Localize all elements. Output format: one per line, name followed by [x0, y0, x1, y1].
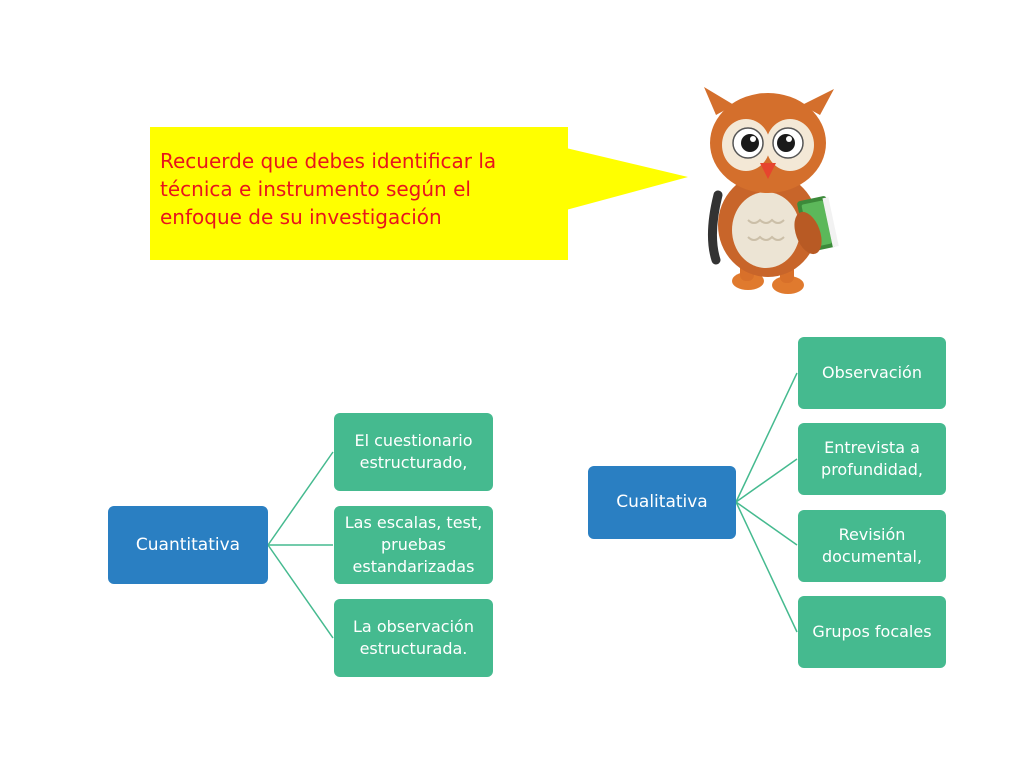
node-label: Observación [822, 363, 922, 382]
node-cualitativa-label: Cualitativa [616, 492, 708, 512]
node-cualitativa: Cualitativa [588, 466, 736, 539]
node-escalas-test-pruebas: Las escalas, test, pruebas estandarizada… [334, 506, 493, 584]
reminder-callout: Recuerde que debes identificar la técnic… [150, 127, 568, 260]
connector-cualitativa-4 [735, 501, 798, 633]
connector-cualitativa-2 [735, 458, 798, 503]
node-observacion: Observación [798, 337, 946, 409]
node-label: Las escalas, test, pruebas estandarizada… [344, 513, 483, 576]
callout-line-2: técnica e instrumento según el [160, 177, 471, 201]
connector-cualitativa-3 [735, 501, 798, 546]
connector-cuantitativa-1 [267, 451, 334, 546]
node-revision-documental: Revisión documental, [798, 510, 946, 582]
node-grupos-focales: Grupos focales [798, 596, 946, 668]
callout-line-3: enfoque de su investigación [160, 205, 442, 229]
node-label: Revisión documental, [821, 525, 923, 566]
node-cuantitativa-label: Cuantitativa [135, 534, 241, 555]
callout-line-1: Recuerde que debes identificar la [160, 149, 497, 173]
connector-cuantitativa-3 [267, 544, 334, 639]
node-label: La observación estructurada. [353, 617, 474, 658]
connector-cualitativa-1 [735, 372, 798, 503]
node-entrevista-profundidad: Entrevista a profundidad, [798, 423, 946, 495]
node-observacion-estructurada: La observación estructurada. [334, 599, 493, 677]
node-label: Entrevista a profundidad, [821, 438, 923, 479]
owl-mascot-icon [704, 87, 839, 294]
node-label: Grupos focales [812, 622, 932, 641]
node-label: El cuestionario estructurado, [354, 431, 473, 472]
node-cuantitativa: Cuantitativa [108, 506, 268, 584]
node-cuestionario-estructurado: El cuestionario estructurado, [334, 413, 493, 491]
